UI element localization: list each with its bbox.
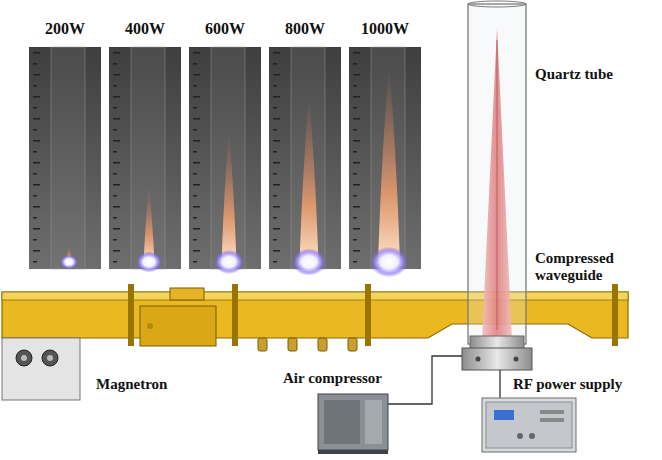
part-label: Magnetron [96, 376, 167, 393]
plasma-photo [109, 47, 181, 272]
magnetron-body [2, 338, 80, 400]
part-label: Compressed waveguide [535, 250, 639, 285]
part-label: Air compressor [283, 370, 382, 387]
power-label: 200W [45, 20, 85, 38]
part-label: RF power supply [513, 376, 622, 393]
power-label: 1000W [361, 20, 409, 38]
plasma-photo [269, 47, 341, 276]
plasma-photo [349, 47, 421, 277]
power-label: 800W [285, 20, 325, 38]
power-label: 600W [205, 20, 245, 38]
waveguide [2, 284, 628, 351]
plasma-photos [29, 47, 421, 277]
power-label: 400W [125, 20, 165, 38]
plasma-photo [29, 47, 101, 269]
plasma-photo [189, 47, 261, 274]
plasma-torch [462, 1, 532, 370]
part-label: Quartz tube [535, 66, 613, 83]
